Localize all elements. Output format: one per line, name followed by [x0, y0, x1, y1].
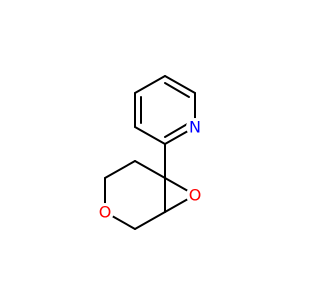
- bond-pyridine-c5-c6: [164, 75, 196, 94]
- epoxide-oxygen-label-mask: [186, 186, 204, 204]
- ring-oxygen-label-mask: [96, 203, 114, 221]
- bond-pyridine-c4-c5: [134, 75, 166, 94]
- molecule-drawing: N O O: [96, 75, 204, 230]
- bond-pyridine-n-c2-inner: [164, 122, 190, 138]
- nitrogen-label-mask: [186, 118, 204, 136]
- bond-ring-c1-c2: [134, 160, 166, 179]
- epoxide-oxygen-label: O: [189, 186, 202, 205]
- pyridine-nitrogen-label: N: [189, 118, 201, 137]
- bond-pyridine-c5-c6-inner: [164, 82, 190, 98]
- bond-ring-c5-c6: [134, 211, 166, 230]
- ring-oxygen-label: O: [99, 203, 112, 222]
- bond-ring-c2-c3: [104, 160, 136, 179]
- structure-canvas: N O O: [96, 75, 204, 230]
- bond-pyridine-c2-c3: [134, 126, 166, 145]
